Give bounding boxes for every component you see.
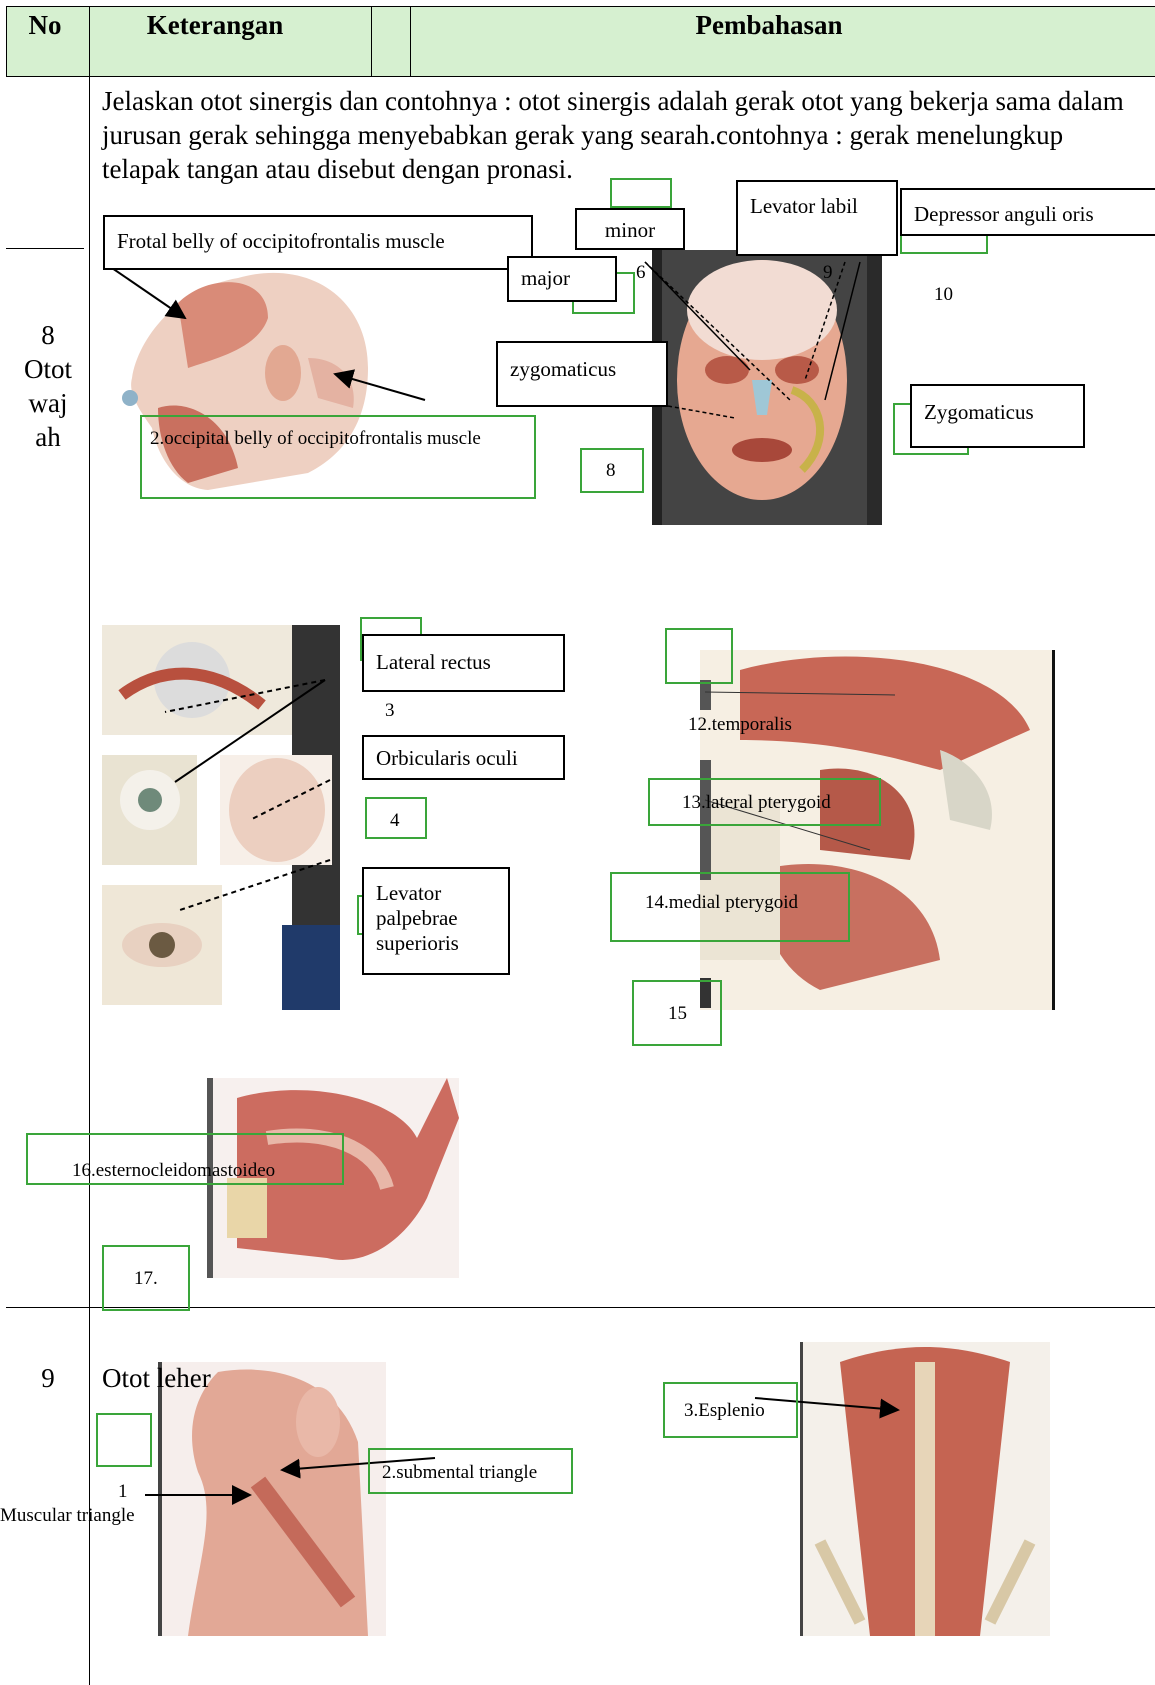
label-frontal-belly: Frotal belly of occipitofrontalis muscle (103, 215, 533, 270)
label-depressor-anguli: Depressor anguli oris (900, 188, 1155, 236)
eye-muscles-image (102, 625, 340, 1010)
header-bottom-border (6, 76, 1155, 77)
label-number-4: 4 (390, 810, 400, 832)
label-number-17: 17. (134, 1268, 158, 1290)
table-top-border (6, 6, 1155, 7)
jaw-muscles-image (700, 650, 1055, 1010)
row9-number: 9 (6, 1363, 90, 1394)
label-lateral-rectus: Lateral rectus (362, 634, 565, 692)
column-divider (89, 6, 90, 1685)
label-minor: minor (575, 208, 685, 250)
row9-title: Otot leher (102, 1363, 211, 1394)
green-box-1 (96, 1413, 152, 1467)
label-submental-triangle: 2.submental triangle (382, 1462, 537, 1484)
label-number-3: 3 (385, 700, 395, 722)
label-number-10: 10 (934, 284, 953, 306)
label-zygomaticus-left: zygomaticus (496, 341, 668, 407)
green-box-12 (665, 628, 733, 684)
label-sternocleidomastoid: 16.esternocleidomastoideo (72, 1160, 275, 1182)
label-occipital-belly-text: 2.occipital belly of occipitofrontalis m… (150, 428, 481, 450)
row8-title-line-2: waj (6, 386, 90, 420)
intro-row-border (6, 248, 84, 249)
row8-title-line-3: ah (6, 420, 90, 454)
table-left-border (6, 6, 7, 76)
label-number-9: 9 (823, 262, 833, 284)
label-temporalis: 12.temporalis (688, 714, 792, 736)
label-number-8: 8 (606, 460, 616, 482)
row8-title-line-1: Otot (6, 352, 90, 386)
label-muscular-triangle: Muscular triangle (0, 1505, 135, 1527)
green-box-minor-top (610, 178, 672, 208)
label-esplenio: 3.Esplenio (684, 1400, 765, 1422)
header-divider-2 (410, 6, 411, 76)
header-divider-1 (371, 6, 372, 76)
label-orbicularis-oculi: Orbicularis oculi (362, 735, 565, 780)
label-lateral-pterygoid: 13.lateral pterygoid (682, 792, 831, 814)
label-number-6: 6 (636, 262, 646, 284)
row8-number-text: 8 (6, 318, 90, 352)
label-number-1: 1 (118, 1481, 128, 1503)
label-major: major (507, 256, 617, 302)
intro-paragraph: Jelaskan otot sinergis dan contohnya : o… (102, 84, 1142, 186)
label-levator-palpebrae: Levator palpebrae superioris (362, 867, 510, 975)
neck-posterior-image (800, 1342, 1050, 1636)
front-face-image (652, 250, 882, 525)
row8-number: 8 Otot waj ah (6, 318, 90, 454)
label-levator-labil: Levator labil (736, 180, 898, 256)
header-pembahasan: Pembahasan (384, 10, 1154, 41)
label-zygomaticus-right: Zygomaticus (910, 384, 1085, 448)
neck-lateral-image (158, 1362, 386, 1636)
label-medial-pterygoid: 14.medial pterygoid (645, 892, 798, 914)
header-keterangan: Keterangan (84, 10, 346, 41)
jaw-image-bar-top (700, 680, 711, 710)
label-number-15: 15 (668, 1003, 687, 1025)
header-no: No (6, 10, 84, 41)
